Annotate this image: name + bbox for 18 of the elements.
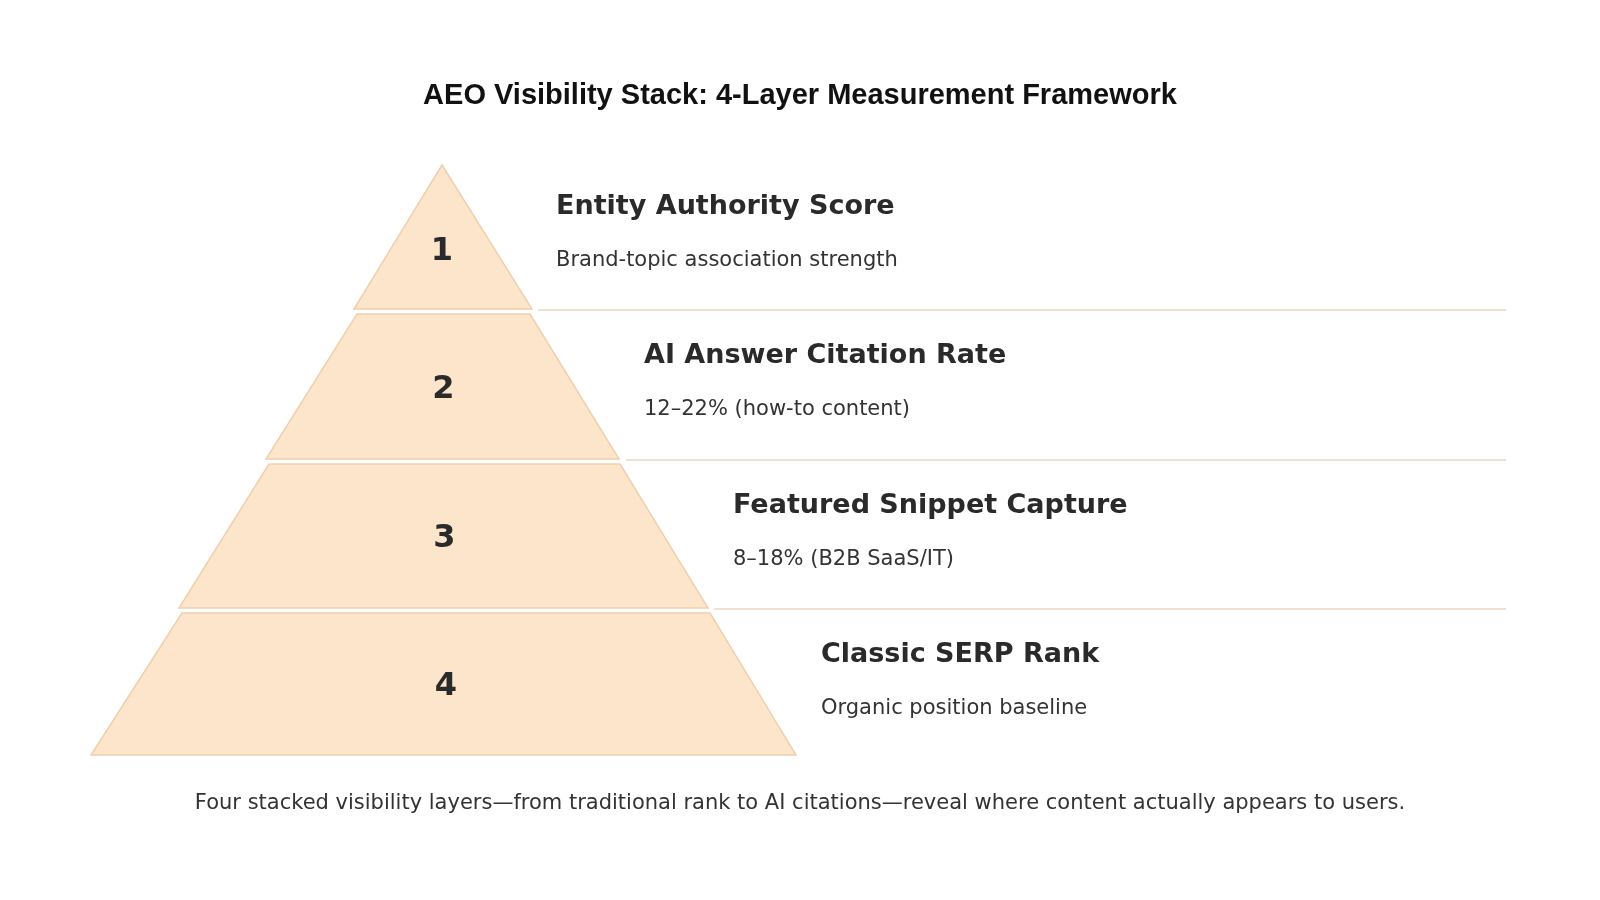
- layer-description: Organic position baseline: [821, 695, 1088, 719]
- layer-heading: Entity Authority Score: [556, 189, 895, 220]
- layer-heading: Classic SERP Rank: [821, 637, 1100, 668]
- layer-description: 8–18% (B2B SaaS/IT): [733, 546, 954, 570]
- pyramid-layer: [91, 613, 796, 755]
- layer-heading: AI Answer Citation Rate: [644, 338, 1007, 369]
- pyramid-layer: [179, 464, 708, 608]
- pyramid-layer: [354, 165, 532, 309]
- layer-number: 2: [432, 367, 455, 406]
- layer-number: 4: [434, 665, 458, 703]
- layer-description: Brand-topic association strength: [556, 247, 898, 271]
- caption: Four stacked visibility layers—from traditional rank to AI citations—reveal where content actually appears to users.: [193, 790, 1407, 814]
- pyramid-layer: [266, 314, 619, 459]
- layer-number: 3: [433, 517, 456, 555]
- layer-number: 1: [430, 229, 454, 268]
- layer-heading: Featured Snippet Capture: [733, 488, 1128, 519]
- diagram-title: AEO Visibility Stack: 4-Layer Measurement Framework: [422, 78, 1178, 111]
- layer-description: 12–22% (how-to content): [644, 396, 911, 420]
